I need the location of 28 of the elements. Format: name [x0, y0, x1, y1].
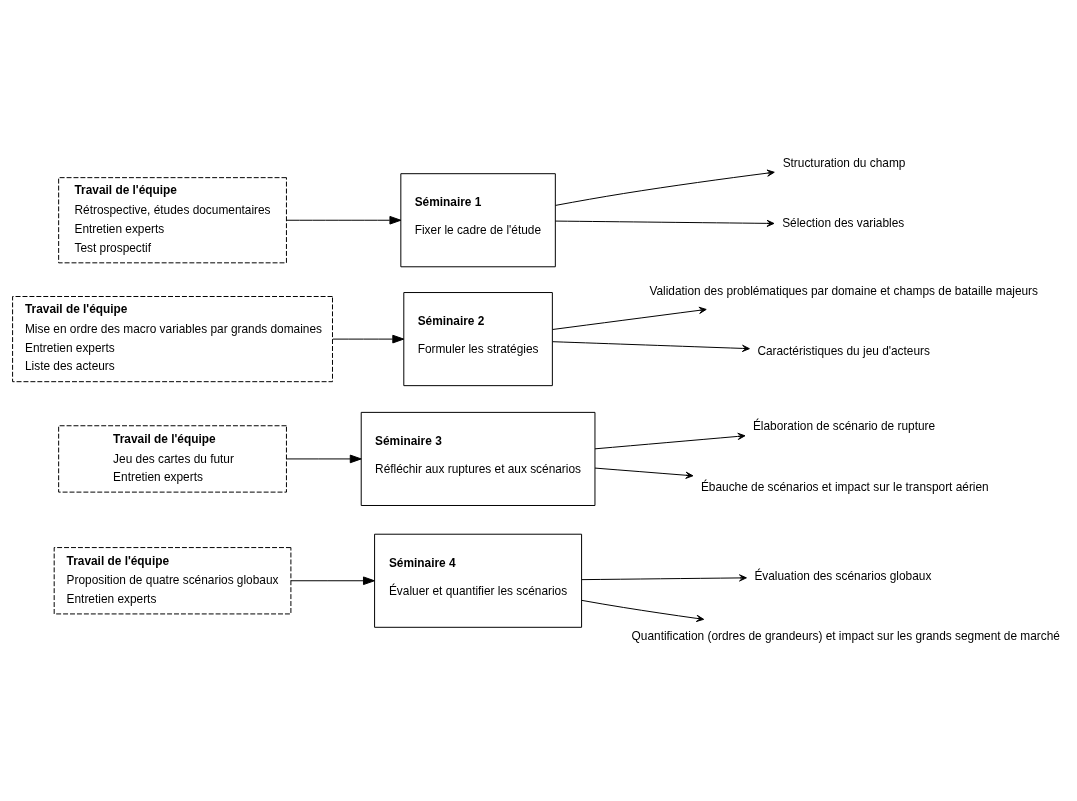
arrow	[332, 334, 405, 344]
node-box: Séminaire 2 Formuler les stratégies	[403, 292, 553, 387]
node-text: Sélection des variables	[782, 216, 905, 231]
arrow	[555, 169, 775, 206]
arrow	[290, 576, 375, 586]
arrow	[594, 467, 694, 479]
node-box: Travail de l'équipe Mise en ordre des macro variables par grands domaines Entretien experts Liste des acteurs	[12, 296, 333, 383]
node-text: Élaboration de scénario de rupture	[752, 419, 936, 434]
arrow	[581, 599, 705, 622]
node-text: Ébauche de scénarios et impact sur le transport aérien	[700, 479, 989, 494]
node-text: Quantification (ordres de grandeurs) et impact sur les grands segment de marché	[631, 629, 1060, 644]
node-box: Séminaire 1 Fixer le cadre de l'étude	[400, 173, 556, 268]
arrow	[581, 574, 747, 582]
node-box: Séminaire 4 Évaluer et quantifier les scénarios	[374, 533, 583, 628]
arrow	[286, 454, 362, 464]
node-text: Validation des problématiques par domaine et champs de bataille majeurs	[649, 283, 1039, 298]
node-box: Travail de l'équipe Proposition de quatre scénarios globaux Entretien experts	[53, 547, 292, 615]
arrow	[554, 219, 775, 227]
arrow	[552, 341, 750, 353]
arrow	[594, 432, 746, 450]
arrow	[552, 306, 707, 330]
node-text: Caractéristiques du jeu d'acteurs	[757, 344, 930, 359]
arrow	[286, 215, 402, 225]
node-box: Séminaire 3 Réfléchir aux ruptures et aux scénarios	[360, 411, 596, 506]
node-box: Travail de l'équipe Jeu des cartes du futur Entretien experts	[58, 425, 287, 493]
node-text: Structuration du champ	[782, 155, 906, 170]
node-box: Travail de l'équipe Rétrospective, études documentaires Entretien experts Test prospectif	[58, 177, 287, 264]
node-text: Évaluation des scénarios globaux	[754, 568, 932, 583]
